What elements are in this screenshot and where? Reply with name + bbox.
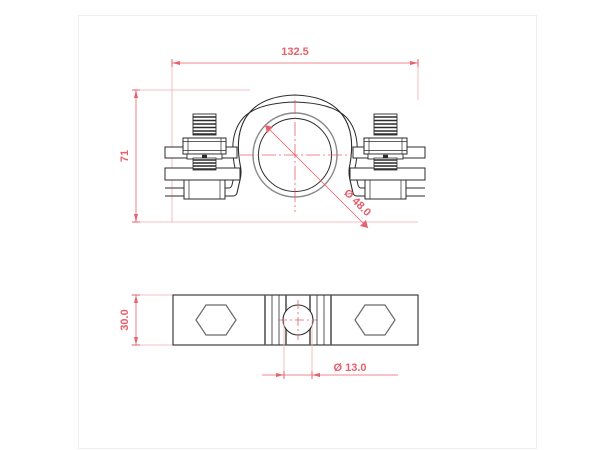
- bolt-assembly-left: [182, 113, 227, 200]
- dim-overall-height-label: 71: [119, 150, 131, 162]
- pipe-center-lines: [240, 100, 352, 212]
- page-border: [78, 15, 537, 449]
- dim-hole-diameter: Ø 13.0: [262, 320, 398, 379]
- hex-nut-right: [354, 304, 396, 336]
- front-view: 132.5 71: [119, 46, 426, 229]
- dim-hole-diameter-label: Ø 13.0: [333, 362, 366, 374]
- flange-plate-lower: [164, 167, 426, 181]
- center-hole-crosshair: [278, 300, 318, 340]
- bolt-assembly-right: [363, 113, 408, 200]
- dim-overall-height: 71: [119, 89, 418, 223]
- hex-nut-left: [195, 304, 237, 336]
- plan-view: 30.0: [119, 294, 419, 379]
- dim-overall-width-label: 132.5: [281, 46, 309, 58]
- dim-overall-width: 132.5: [171, 46, 419, 222]
- dim-plate-height-label: 30.0: [119, 309, 131, 330]
- dim-plate-height: 30.0: [119, 294, 173, 346]
